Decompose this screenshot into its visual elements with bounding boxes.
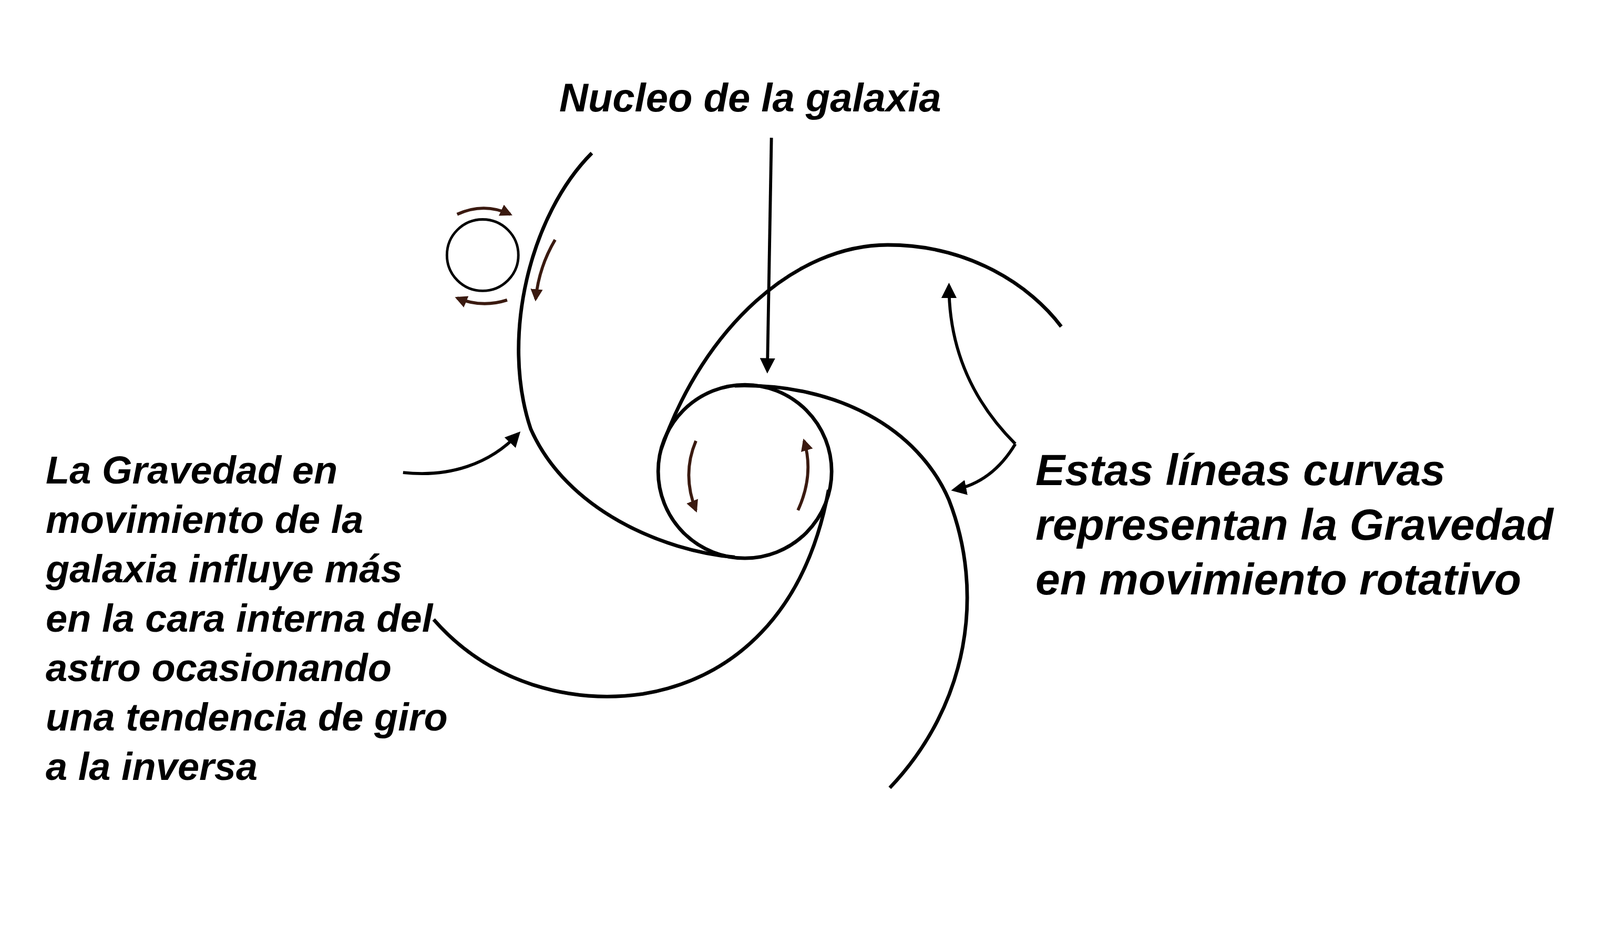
leader-arrow [767, 137, 772, 371]
star-body [446, 219, 519, 291]
spiral-arm [518, 152, 735, 558]
spiral-arm [661, 244, 1062, 449]
rotation-arrows [457, 208, 809, 511]
leader-arrow [954, 444, 1015, 490]
callout-note: La Gravedad en movimiento de la galaxia … [45, 445, 456, 792]
rotation-arrow [797, 440, 808, 511]
spiral-arm [734, 385, 968, 788]
gravity-arms [433, 152, 1062, 788]
callout-note: Estas líneas curvas representan la Grave… [1035, 442, 1583, 607]
nucleus-label: Nucleo de la galaxia [559, 73, 942, 122]
rotation-arrow [535, 239, 556, 300]
rotation-arrow [457, 208, 511, 215]
leader-arrow [948, 285, 1015, 445]
leader-arrow [403, 433, 519, 474]
spiral-arm [433, 489, 829, 697]
leader-lines [403, 137, 1016, 490]
rotation-arrow [457, 298, 508, 304]
galaxy-nucleus [658, 384, 832, 559]
rotation-arrow [688, 440, 696, 511]
